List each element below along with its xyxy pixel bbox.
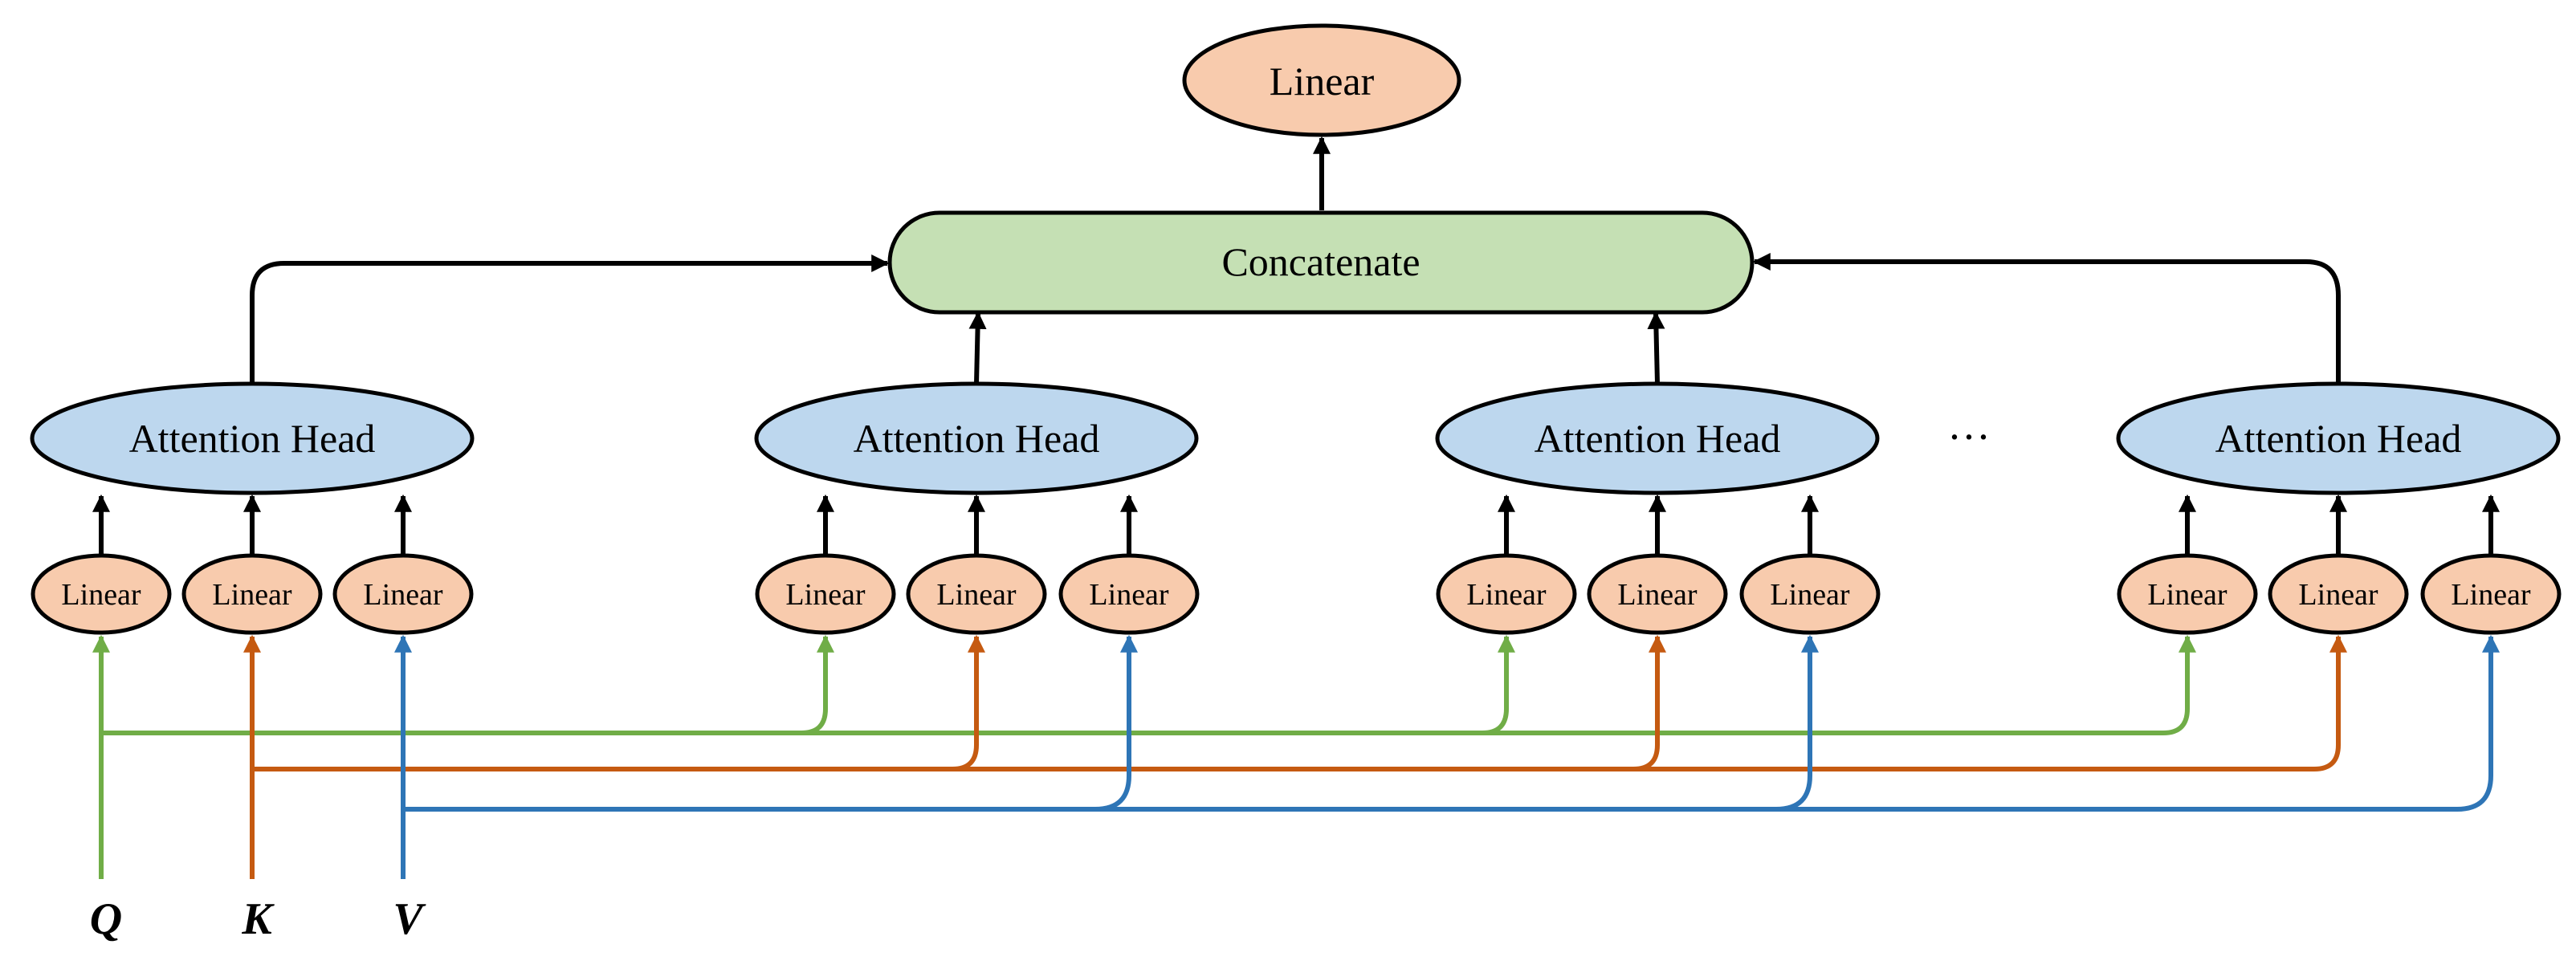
head4-k-linear: Linear (2268, 553, 2409, 635)
svg-text:Linear: Linear (1617, 578, 1698, 612)
concatenate-label: Concatenate (1221, 239, 1420, 284)
svg-text:Linear: Linear (2147, 578, 2228, 612)
attention-head-3: Attention Head (1435, 381, 1880, 495)
head2-q-linear: Linear (755, 553, 896, 635)
head2-k-linear: Linear (906, 553, 1047, 635)
head3-k-linear: Linear (1587, 553, 1728, 635)
svg-text:Linear: Linear (61, 578, 141, 612)
head4-to-concat (1752, 253, 2341, 384)
linear-to-head-arrows (92, 494, 2500, 556)
attention-head-4-label: Attention Head (2215, 416, 2462, 461)
svg-text:Linear: Linear (936, 578, 1017, 612)
q-line-bus (101, 634, 834, 735)
head3-to-concat (1647, 311, 1665, 385)
head4-q-linear: Linear (2117, 553, 2258, 635)
svg-text:Linear: Linear (1089, 578, 1169, 612)
head3-q-linear: Linear (1436, 553, 1577, 635)
head1-k-linear: Linear (181, 553, 323, 635)
attention-head-4: Attention Head (2116, 381, 2561, 495)
ellipsis: ··· (1947, 413, 1991, 461)
attention-head-2-label: Attention Head (854, 416, 1100, 461)
input-q-label: Q (90, 894, 122, 944)
svg-text:Linear: Linear (212, 578, 292, 612)
projection-linears: Linear Linear Linear Linear Linear Linea… (31, 553, 2562, 635)
k-line-bus (252, 634, 985, 771)
head1-v-linear: Linear (332, 553, 474, 635)
v-line-head3 (1095, 634, 1819, 812)
head-to-concat-arrows (250, 136, 2341, 385)
head2-to-concat (968, 311, 987, 385)
output-linear-node: Linear (1182, 23, 1461, 137)
attention-head-3-label: Attention Head (1535, 416, 1781, 461)
svg-text:Linear: Linear (785, 578, 866, 612)
attention-head-2: Attention Head (754, 381, 1199, 495)
v-line-bus (403, 634, 1138, 812)
head1-to-concat (250, 254, 890, 384)
q-input-lines (92, 634, 2196, 879)
k-line-head3 (952, 634, 1666, 771)
svg-text:Linear: Linear (1770, 578, 1850, 612)
v-input-lines (394, 634, 2500, 879)
concatenate-node: Concatenate (887, 210, 1755, 315)
svg-text:Linear: Linear (1466, 578, 1547, 612)
head3-v-linear: Linear (1739, 553, 1881, 635)
output-linear-label: Linear (1270, 59, 1375, 104)
head1-q-linear: Linear (31, 553, 172, 635)
k-line-head4 (1633, 634, 2347, 771)
attention-head-1: Attention Head (30, 381, 475, 495)
input-k-label: K (241, 894, 275, 944)
head2-v-linear: Linear (1058, 553, 1200, 635)
q-line-head3 (801, 634, 1515, 735)
attention-head-1-label: Attention Head (129, 416, 376, 461)
svg-text:Linear: Linear (363, 578, 443, 612)
input-v-label: V (393, 894, 426, 944)
svg-text:Linear: Linear (2298, 578, 2378, 612)
q-line-head4 (1482, 634, 2196, 735)
head4-v-linear: Linear (2420, 553, 2562, 635)
k-input-lines (243, 634, 2347, 879)
v-line-head4 (1776, 634, 2500, 812)
svg-text:Linear: Linear (2451, 578, 2531, 612)
